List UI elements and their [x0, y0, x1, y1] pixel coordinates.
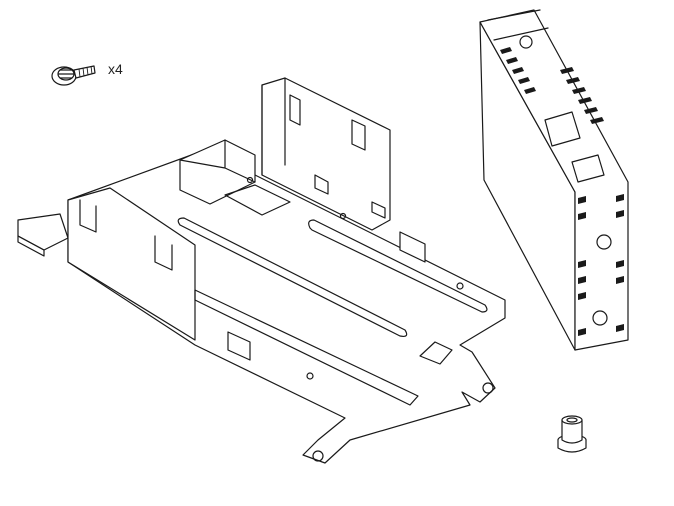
screw-icon	[51, 65, 96, 86]
bracket-left-tab	[17, 213, 69, 251]
module-stud	[596, 234, 612, 250]
control-module	[479, 9, 629, 351]
bracket-hole	[306, 372, 314, 380]
nut-icon	[557, 415, 587, 453]
bracket-slot-3	[194, 289, 419, 406]
module-connector-1	[544, 111, 581, 147]
bracket-slot-2	[177, 217, 408, 337]
bracket-hole	[246, 176, 254, 184]
mounting-bracket	[17, 77, 506, 464]
screw-quantity-label: x4	[108, 61, 123, 77]
bracket-hole	[312, 450, 324, 462]
bracket-hole	[482, 382, 494, 394]
bracket-slot-1	[308, 219, 488, 313]
module-ribs	[500, 47, 624, 336]
module-connector-2	[571, 154, 605, 183]
module-front-face	[479, 9, 629, 351]
module-stud	[592, 310, 608, 326]
bracket-base-plate	[67, 149, 506, 464]
module-stud	[519, 35, 533, 49]
bracket-hole	[456, 282, 464, 290]
bracket-hole	[339, 212, 347, 220]
